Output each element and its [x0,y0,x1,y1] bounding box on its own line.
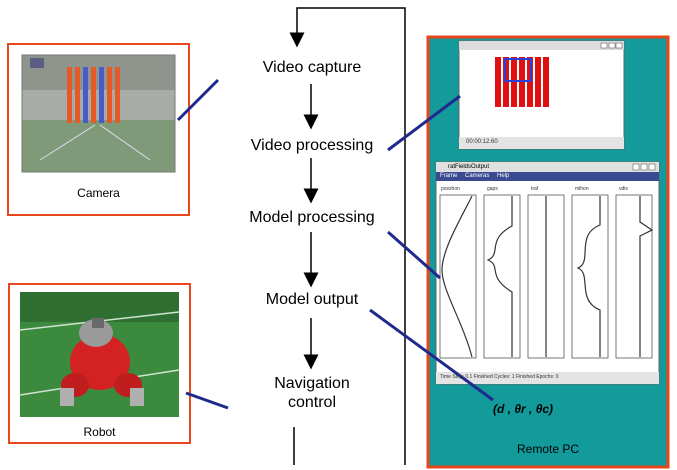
column-header-4: vdis [619,186,628,192]
model-window-menu: Frame Cameras Help [440,172,509,181]
remote-pc-caption: Remote PC [516,442,580,456]
model-window [435,161,660,385]
step-model-processing: Model processing [249,209,375,226]
connector-model-processing [387,230,441,280]
connector-camera [176,78,220,122]
video-window-status: 00:00:12.60 [466,139,498,145]
step-model-output: Model output [265,291,359,308]
video-window [458,40,625,150]
navigation-control-text: Navigation control [274,375,350,411]
menu-item-help[interactable]: Help [497,173,510,179]
camera-image [21,54,176,173]
menu-item-cameras[interactable]: Cameras [465,173,490,179]
connector-model-output [369,308,494,402]
connector-robot [185,391,229,410]
model-window-title: ratFieldsOutput [448,164,490,170]
formula-label: (d , θr , θc) [493,402,554,416]
robot-image [19,292,180,417]
camera-caption: Camera [77,186,120,200]
column-header-0: posxhon [441,186,460,192]
step-video-capture: Video capture [262,59,362,76]
column-header-1: gaps [487,186,498,192]
connector-video-window [387,94,461,152]
feedback-loop-top [289,7,406,465]
step-navigation-control: Navigation control [212,374,412,412]
step-video-processing: Video processing [250,137,374,154]
column-header-2: traf [531,186,539,192]
column-header-3: mihon [575,186,589,192]
model-window-status: Time Step: 0.1 Finished Cycles: 1 Finish… [440,374,559,380]
robot-caption: Robot [83,425,116,439]
menu-item-frame[interactable]: Frame [440,173,458,179]
